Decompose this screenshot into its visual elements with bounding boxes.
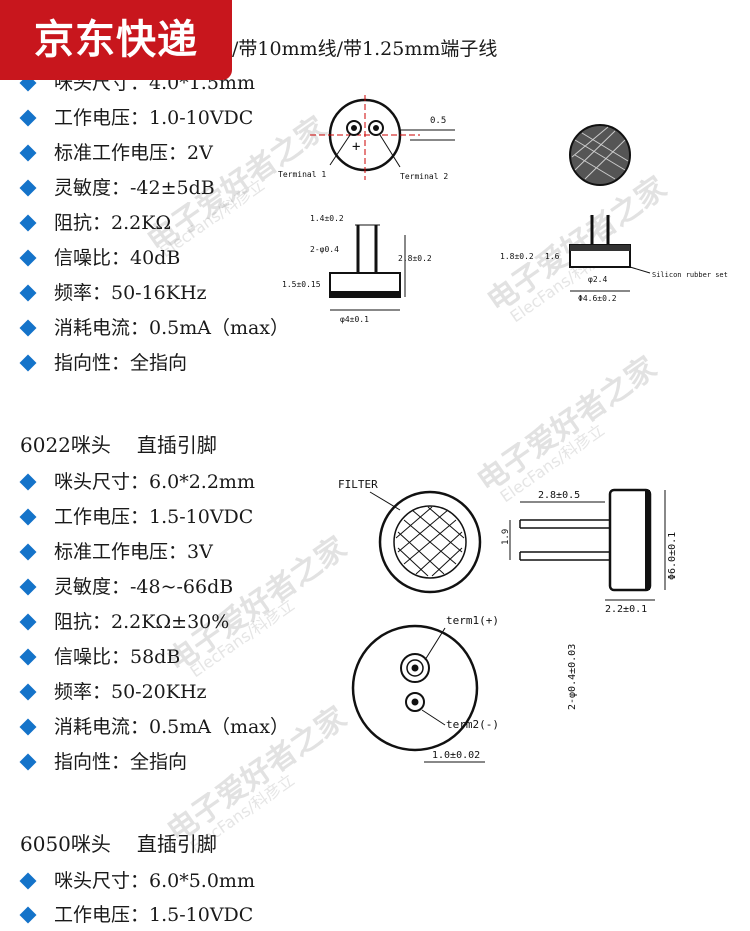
diamond-bullet-icon (19, 753, 37, 771)
right-view: 1.8±0.2 1.6 φ2.4 Φ4.6±0.2 Silicon rubber… (500, 124, 728, 303)
spec-item: 灵敏度：-42±5dB (19, 176, 215, 200)
diamond-bullet-icon (19, 214, 37, 232)
spec-item: 信噪比：58dB (19, 645, 180, 669)
dim-19-label: 1.9 (501, 529, 511, 545)
diamond-bullet-icon (19, 319, 37, 337)
dim-16-label: 1.6 (545, 252, 560, 261)
spec-item: 频率：50-20KHz (19, 680, 207, 704)
diamond-bullet-icon (19, 109, 37, 127)
mic-4015-drawing: + 0.5 Terminal 1 Terminal 2 1.4±0.2 2-φ0… (278, 95, 728, 324)
diamond-bullet-icon (19, 718, 37, 736)
spec-item: 咪头尺寸：6.0*2.2mm (19, 470, 255, 494)
diamond-bullet-icon (19, 613, 37, 631)
diamond-bullet-icon (19, 249, 37, 267)
section-6022-heading: 6022咪头 直插引脚 (20, 433, 217, 457)
svg-text:+: + (352, 139, 360, 155)
spec-item: 工作电压：1.5-10VDC (19, 903, 253, 927)
filter-view: FILTER (338, 478, 482, 594)
top-view: + 0.5 Terminal 1 Terminal 2 (278, 95, 455, 181)
section-6022-subtitle: 直插引脚 (136, 433, 217, 457)
dim-p60-label: Φ6.0±0.1 (667, 532, 678, 580)
section-6050-title: 6050咪头 (20, 832, 111, 856)
dim-05-label: 0.5 (430, 116, 446, 126)
dim-2p04-label: 2-φ0.4 (310, 245, 339, 254)
diamond-bullet-icon (19, 578, 37, 596)
diamond-bullet-icon (19, 473, 37, 491)
jd-express-badge: 京东快递 (0, 0, 232, 80)
dim-22-label: 2.2±0.1 (605, 604, 647, 615)
dim-2p04-6022-label: 2-φ0.4±0.03 (567, 644, 578, 710)
spec-item: 指向性：全指向 (19, 750, 187, 774)
spec-item: 消耗电流：0.5mA（max） (19, 715, 289, 739)
terminal1-label: Terminal 1 (278, 170, 326, 179)
diamond-bullet-icon (19, 354, 37, 372)
dim-28-label: 2.8±0.2 (398, 254, 432, 263)
dim-p4-label: φ4±0.1 (340, 315, 369, 324)
silicon-label: Silicon rubber set (652, 271, 728, 279)
spec-item: 咪头尺寸：6.0*5.0mm (19, 869, 255, 893)
terminal2-label: Terminal 2 (400, 172, 448, 181)
diamond-bullet-icon (19, 284, 37, 302)
section-6050-heading: 6050咪头 直插引脚 (20, 832, 217, 856)
section-6050-subtitle: 直插引脚 (136, 832, 217, 856)
spec-item: 指向性：全指向 (19, 351, 187, 375)
spec-item: 工作电压：1.5-10VDC (19, 505, 253, 529)
dim-15-label: 1.5±0.15 (282, 280, 321, 289)
term2-label: term2(-) (446, 718, 499, 731)
dim-28-6022-label: 2.8±0.5 (538, 490, 580, 501)
spec-item: 阻抗：2.2KΩ±30% (19, 610, 229, 634)
diamond-bullet-icon (19, 906, 37, 924)
mic-6022-drawing: FILTER 2.8±0.5 1.9 Φ6.0±0.1 2-φ0.4±0.03 … (338, 478, 678, 763)
diamond-bullet-icon (19, 543, 37, 561)
diamond-bullet-icon (19, 683, 37, 701)
spec-item: 标准工作电压：3V (19, 540, 213, 564)
spec-item: 消耗电流：0.5mA（max） (19, 316, 289, 340)
dim-10-label: 1.0±0.02 (432, 750, 480, 761)
dim-p24-label: φ2.4 (588, 275, 607, 284)
spec-item: 工作电压：1.0-10VDC (19, 106, 253, 130)
spec-item: 标准工作电压：2V (19, 141, 213, 165)
spec-item: 灵敏度：-48~-66dB (19, 575, 233, 599)
spec-item: 信噪比：40dB (19, 246, 180, 270)
diamond-bullet-icon (19, 872, 37, 890)
dim-14-label: 1.4±0.2 (310, 214, 344, 223)
section-6022-title: 6022咪头 (20, 433, 111, 457)
diamond-bullet-icon (19, 508, 37, 526)
cable-options-text: /带10mm线/带1.25mm端子线 (232, 38, 498, 60)
dim-p46-label: Φ4.6±0.2 (578, 294, 617, 303)
spec-item: 阻抗：2.2KΩ (19, 211, 171, 235)
diamond-bullet-icon (19, 648, 37, 666)
side-view: 1.4±0.2 2-φ0.4 2.8±0.2 1.5±0.15 φ4±0.1 (282, 214, 432, 324)
dim-18-label: 1.8±0.2 (500, 252, 534, 261)
spec-item: 频率：50-16KHz (19, 281, 207, 305)
diamond-bullet-icon (19, 179, 37, 197)
term1-label: term1(+) (446, 614, 499, 627)
filter-label: FILTER (338, 478, 378, 491)
diamond-bullet-icon (19, 144, 37, 162)
side-view-6022: 2.8±0.5 1.9 Φ6.0±0.1 2-φ0.4±0.03 2.2±0.1 (501, 488, 678, 710)
bottom-view-6022: term1(+) term2(-) 1.0±0.02 (351, 614, 499, 763)
